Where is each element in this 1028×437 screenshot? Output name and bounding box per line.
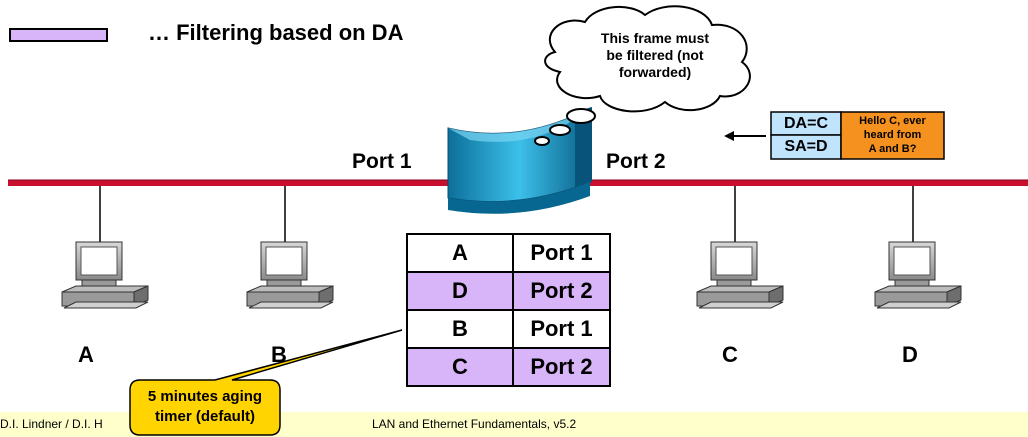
callout-text: 5 minutes aging timer (default)	[130, 387, 280, 427]
footer-author: D.I. Lindner / D.I. H	[0, 417, 103, 431]
thought-bubble	[534, 5, 751, 146]
frame-da: DA=C	[783, 115, 828, 132]
table-host: D	[452, 278, 468, 303]
host-label-a: A	[78, 342, 94, 367]
computer-icon-c	[696, 241, 784, 309]
frame-sa: SA=D	[784, 138, 828, 155]
thought-line-1: This frame must	[600, 30, 710, 46]
aging-callout	[129, 329, 403, 436]
frame-payload: Hello C, ever heard from A and B?	[841, 114, 944, 156]
table-port: Port 1	[530, 316, 593, 341]
page-title: … Filtering based on DA	[148, 20, 404, 45]
legend-swatch	[9, 28, 108, 42]
port2-label: Port 2	[606, 150, 666, 173]
thought-line-3: forwarded)	[618, 64, 692, 80]
table-port: Port 2	[530, 278, 593, 303]
computer-icon-a	[61, 241, 149, 309]
frame-box	[770, 111, 945, 160]
host-label-b: B	[271, 342, 287, 367]
host-label-c: C	[722, 342, 738, 367]
table-host: A	[452, 240, 468, 265]
payload-line-2: heard from	[863, 129, 922, 141]
table-host: B	[452, 316, 468, 341]
footer-course: LAN and Ethernet Fundamentals, v5.2	[372, 417, 577, 431]
port1-label: Port 1	[352, 150, 412, 173]
thought-line-2: be filtered (not	[606, 47, 704, 63]
thought-text: This frame must be filtered (not forward…	[585, 30, 725, 81]
computer-icon-b	[246, 241, 334, 309]
computer-icon-d	[874, 241, 962, 309]
filtering-table	[406, 233, 611, 387]
host-label-d: D	[902, 342, 918, 367]
callout-line-2: timer (default)	[154, 408, 255, 425]
table-port: Port 2	[530, 354, 593, 379]
payload-line-1: Hello C, ever	[859, 115, 926, 127]
callout-line-1: 5 minutes aging	[147, 388, 263, 405]
payload-line-3: A and B?	[868, 143, 917, 155]
table-host: C	[452, 354, 468, 379]
table-port: Port 1	[530, 240, 593, 265]
